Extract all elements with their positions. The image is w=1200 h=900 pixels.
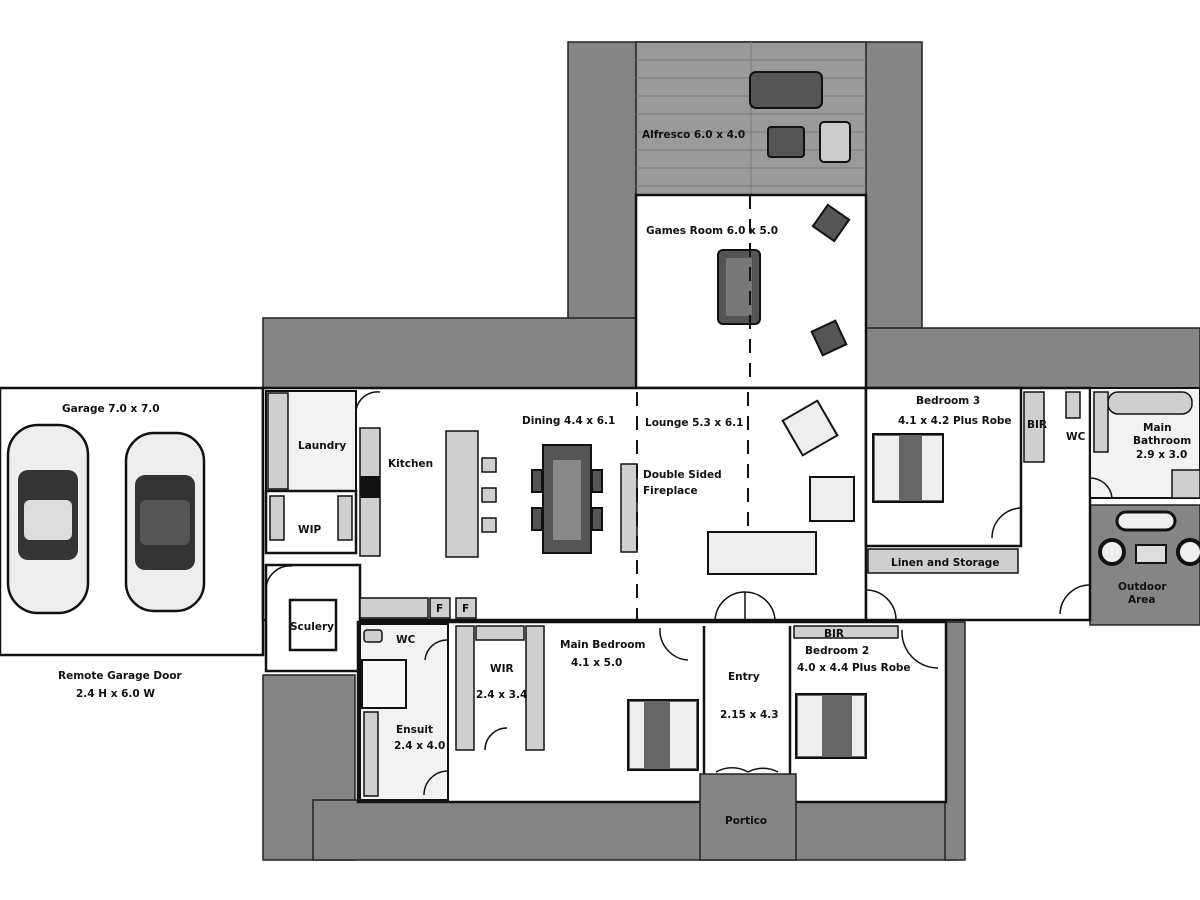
outdoor-label-1: Outdoor	[1118, 581, 1167, 593]
kitchen-label: Kitchen	[388, 458, 433, 470]
sofa	[707, 531, 817, 575]
portico	[699, 773, 797, 861]
alfresco-label: Alfresco 6.0 x 4.0	[642, 129, 745, 141]
bedroom3-name: Bedroom 3	[916, 395, 980, 407]
main-bedroom-size: 4.1 x 5.0	[571, 657, 622, 669]
lounge-label: Lounge 5.3 x 6.1	[645, 417, 743, 429]
wip-label: WIP	[298, 524, 321, 536]
armchair	[781, 399, 839, 457]
garage-door-label: Remote Garage Door	[58, 670, 183, 682]
main-bathroom-size: 2.9 x 3.0	[1136, 449, 1187, 461]
garage-label: Garage 7.0 x 7.0	[62, 403, 160, 415]
outdoor-chair	[819, 121, 851, 163]
fridge-label-2: F	[462, 603, 469, 615]
wir-size: 2.4 x 3.4	[476, 689, 527, 701]
bir-bedroom2-label: BIR	[824, 628, 844, 640]
bedroom2-size: 4.0 x 4.4 Plus Robe	[797, 662, 911, 674]
fireplace-label-1: Double Sided	[643, 469, 722, 481]
wc-ensuite-label: WC	[396, 634, 416, 646]
outdoor-label-2: Area	[1128, 594, 1156, 606]
linen-label: Linen and Storage	[891, 557, 999, 569]
fridge-label-1: F	[436, 603, 443, 615]
main-bedroom-name: Main Bedroom	[560, 639, 646, 651]
outdoor-sofa	[749, 71, 823, 109]
scullery-label: Sculery	[290, 621, 334, 633]
car-icon	[6, 423, 90, 615]
fireplace-label-2: Fireplace	[643, 485, 698, 497]
car-icon	[124, 431, 206, 613]
games-room-label: Games Room 6.0 x 5.0	[646, 225, 778, 237]
living-block: Laundry WIP Kitchen Dining 4.4 x 6.1 Dou…	[261, 386, 1200, 673]
chair-icon	[811, 203, 851, 243]
portico-label: Portico	[725, 815, 767, 827]
garage-door-size: 2.4 H x 6.0 W	[76, 688, 155, 700]
dining-label: Dining 4.4 x 6.1	[522, 415, 615, 427]
laundry-label: Laundry	[298, 440, 346, 452]
entry-name: Entry	[728, 671, 760, 683]
main-bathroom-line1: Main	[1143, 422, 1172, 434]
bedroom-wing: WC Ensuit 2.4 x 4.0 WIR 2.4 x 3.4 Main B…	[356, 620, 948, 861]
fireplace	[620, 463, 638, 553]
bedroom2-name: Bedroom 2	[805, 645, 869, 657]
outdoor-area-furniture: Outdoor Area	[1098, 510, 1200, 606]
ensuite-size: 2.4 x 4.0	[394, 740, 445, 752]
alfresco: Alfresco 6.0 x 4.0	[635, 41, 867, 196]
entry-size: 2.15 x 4.3	[720, 709, 779, 721]
main-bathroom-line2: Bathroom	[1133, 435, 1191, 447]
wir-name: WIR	[490, 663, 514, 675]
garage: Garage 7.0 x 7.0 Remote Garage Door 2.4 …	[0, 386, 265, 700]
ensuite-name: Ensuit	[396, 724, 433, 736]
bir-bedroom3-label: BIR	[1027, 419, 1047, 431]
chair-icon	[810, 319, 848, 357]
outdoor-table	[767, 126, 805, 158]
games-room: Games Room 6.0 x 5.0	[634, 193, 868, 390]
bedroom3-size: 4.1 x 4.2 Plus Robe	[898, 415, 1012, 427]
armchair	[809, 476, 855, 522]
wc-bathroom-label: WC	[1066, 431, 1086, 443]
kitchen-island	[445, 430, 479, 558]
